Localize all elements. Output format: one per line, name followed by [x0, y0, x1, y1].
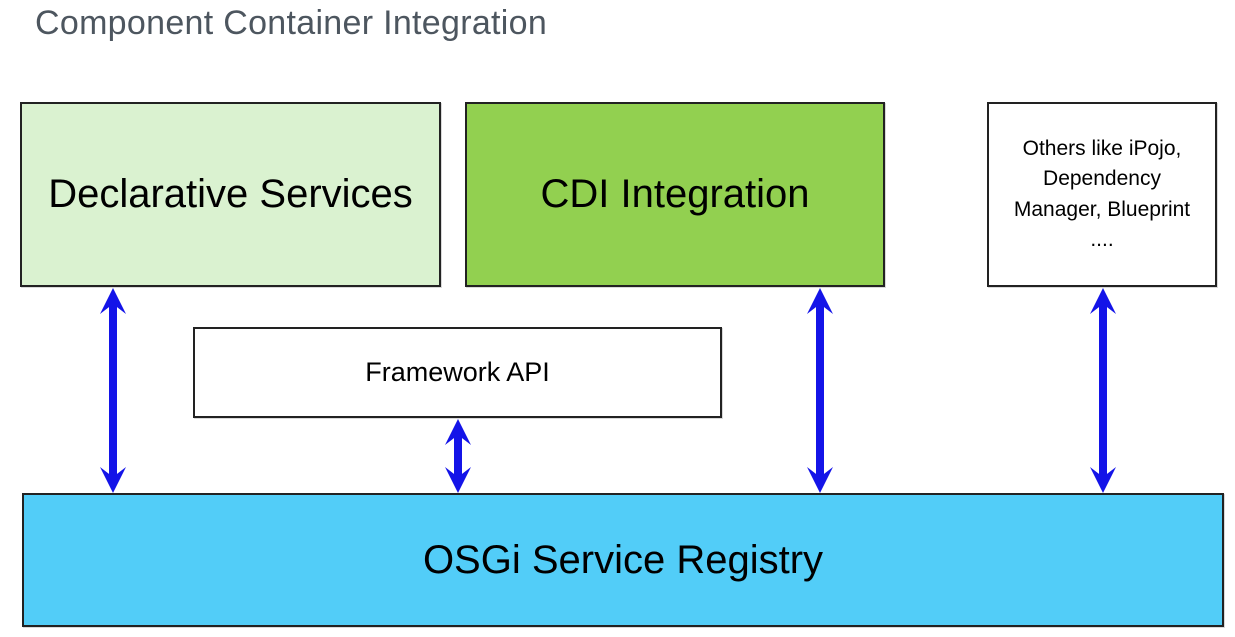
double-arrow-framework-api-registry-icon	[445, 419, 471, 493]
box-others-line-3: Manager, Blueprint	[1013, 197, 1191, 221]
box-others-line-1: Others like iPojo,	[1022, 136, 1182, 160]
box-others-line-4: ....	[1090, 227, 1114, 251]
box-osgi-service-registry: OSGi Service Registry	[22, 493, 1224, 627]
box-cdi-integration-label: CDI Integration	[540, 172, 810, 216]
box-framework-api-label: Framework API	[365, 357, 550, 387]
box-declarative-services: Declarative Services	[20, 102, 441, 287]
double-arrow-others-registry-icon	[1090, 288, 1116, 493]
box-others-line-2: Dependency	[1043, 167, 1161, 191]
diagram-title: Component Container Integration	[35, 4, 548, 42]
double-arrow-cdi-integration-registry-icon	[807, 288, 833, 493]
box-framework-api: Framework API	[193, 327, 722, 418]
box-cdi-integration: CDI Integration	[465, 102, 885, 287]
double-arrow-declarative-services-registry-icon	[100, 288, 126, 493]
box-osgi-service-registry-label: OSGi Service Registry	[422, 537, 824, 582]
box-others-frameworks: Others like iPojo, Dependency Manager, B…	[987, 102, 1217, 287]
box-declarative-services-label: Declarative Services	[48, 172, 413, 216]
